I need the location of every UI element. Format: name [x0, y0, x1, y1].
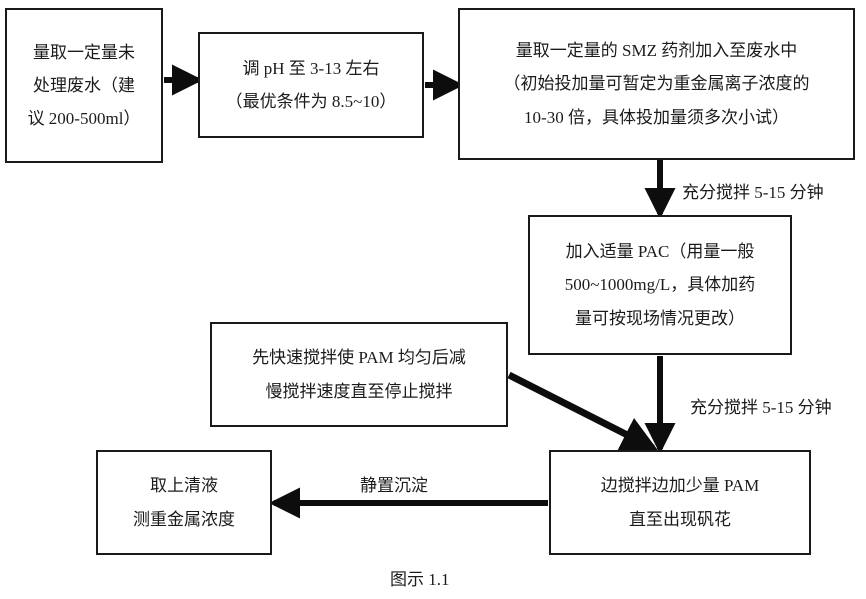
node-line: 边搅拌边加少量 PAM	[600, 476, 760, 496]
node-line: 10-30 倍，具体投加量须多次小试）	[524, 107, 789, 127]
node-measure-untreated-wastewater[interactable]: 量取一定量未 处理废水（建 议 200-500ml）	[5, 8, 163, 163]
node-line: 调 pH 至 3-13 左右	[242, 58, 380, 78]
node-add-pam-while-stirring[interactable]: 边搅拌边加少量 PAM 直至出现矾花	[549, 450, 811, 555]
node-take-supernatant-measure[interactable]: 取上清液 测重金属浓度	[96, 450, 272, 555]
node-line: 处理废水（建	[33, 75, 135, 95]
node-line: 加入适量 PAC（用量一般	[565, 242, 755, 262]
node-line: 量取一定量的 SMZ 药剂加入至废水中	[515, 41, 798, 61]
node-add-smz-agent[interactable]: 量取一定量的 SMZ 药剂加入至废水中 （初始投加量可暂定为重金属离子浓度的 1…	[458, 8, 855, 160]
node-line: 取上清液	[150, 476, 218, 496]
node-line: 慢搅拌速度直至停止搅拌	[265, 381, 453, 401]
node-add-pac[interactable]: 加入适量 PAC（用量一般 500~1000mg/L，具体加药 量可按现场情况更…	[528, 215, 792, 355]
node-stir-pam-speed-note[interactable]: 先快速搅拌使 PAM 均匀后减 慢搅拌速度直至停止搅拌	[210, 322, 508, 427]
arrow-n5-to-n6	[507, 371, 659, 452]
node-adjust-ph[interactable]: 调 pH 至 3-13 左右 （最优条件为 8.5~10）	[198, 32, 424, 138]
edge-label-stir-1: 充分搅拌 5-15 分钟	[682, 183, 824, 202]
node-line: 量取一定量未	[33, 42, 135, 62]
node-line: 500~1000mg/L，具体加药	[564, 275, 756, 295]
node-line: 先快速搅拌使 PAM 均匀后减	[252, 348, 466, 368]
node-line: 议 200-500ml）	[27, 109, 141, 129]
node-line: 直至出现矾花	[629, 509, 731, 529]
edge-label-settle: 静置沉淀	[360, 476, 428, 495]
node-line: （初始投加量可暂定为重金属离子浓度的	[503, 74, 810, 94]
figure-caption: 图示 1.1	[390, 570, 450, 589]
node-line: 量可按现场情况更改）	[575, 308, 745, 328]
node-line: 测重金属浓度	[133, 509, 235, 529]
node-line: （最优条件为 8.5~10）	[225, 92, 397, 111]
edge-label-stir-2: 充分搅拌 5-15 分钟	[690, 398, 832, 417]
